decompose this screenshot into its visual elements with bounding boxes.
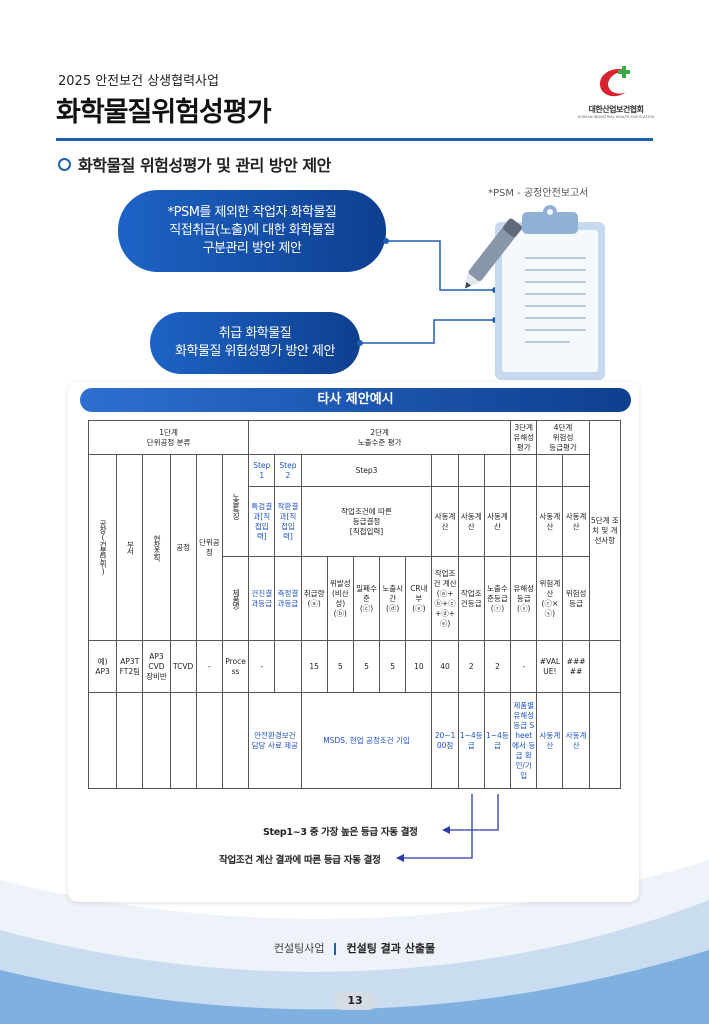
col-measure: 측정결과등급 — [274, 556, 302, 641]
organization-logo: 대한산업보건협회 KOREAN INDUSTRIAL HEALTH ASSOCI… — [575, 62, 657, 119]
header-stage4: 4단계 위험성 등급평가 — [536, 420, 590, 455]
example-banner: 타사 제안예시 — [80, 388, 631, 412]
footer-right: 컨설팅 결과 산출물 — [346, 942, 436, 955]
col-hazgrade: 유해성등급 (ⓢ) — [510, 556, 538, 641]
psm-note: *PSM - 공정안전보고서 — [488, 188, 589, 199]
step3-label: Step3 — [300, 454, 433, 487]
col-process: 공정 — [169, 454, 197, 641]
logo-name: 대한산업보건협회 — [588, 105, 644, 114]
col-site: 현장조직 — [142, 454, 171, 641]
pill1-line2: 직접취급(노출)에 대한 화학물질 — [169, 223, 335, 238]
col-cr: CR내부 (ⓔ) — [405, 556, 433, 641]
col-sealed: 밀폐수준 (ⓒ) — [352, 556, 381, 641]
auto-calc-5: 사동계산 — [562, 486, 590, 557]
header-stage3: 3단계 유해성 평가 — [510, 420, 538, 455]
auto-calc-3: 사동계산 — [483, 486, 512, 557]
header-stage1: 1단계 단위공정 분류 — [87, 420, 250, 455]
table-row: 예) AP3 AP3T FT2팀 AP3 CVD 장비반 TCVD - Proc… — [87, 640, 622, 693]
pill1-line1: *PSM를 제외한 작업자 화학물질 — [167, 205, 337, 220]
callout-arrows — [396, 794, 499, 862]
step1-label: Step 1 — [248, 454, 276, 487]
col-work: 작환결과[직접입력] — [274, 486, 302, 557]
page-number: 13 — [333, 992, 377, 1010]
callout-auto-grade: Step1~3 중 가장 높은 등급 자동 결정 — [263, 827, 418, 838]
footer-divider — [334, 943, 337, 955]
proposal-pill-1: *PSM를 제외한 작업자 화학물질 직접취급(노출)에 대한 화학물질 구분관… — [118, 190, 386, 272]
col-dept: 부서 — [116, 454, 144, 641]
col-factory: 공장(건물단위) — [87, 454, 118, 641]
step2-label: Step 2 — [274, 454, 302, 487]
col-volatile: 위발성(비산성) (ⓑ) — [326, 556, 354, 641]
col-exptime: 노출시간 (ⓓ) — [379, 556, 407, 641]
risk-assessment-table: 1단계 단위공정 분류 2단계 노출수준 평가 3단계 유해성 평가 4단계 위… — [87, 420, 622, 789]
table-notes-row: 안전환경보건 담당 사료 제공 MSDS, 현업 공정조건 기입 20~100점… — [87, 692, 622, 789]
col-calc: 작업조건 계산 (ⓐ+ⓑ+ⓒ+ⓓ+ⓔ) — [431, 556, 459, 641]
col-unit: 단위공정 — [195, 454, 223, 641]
col-product: 제품명 — [221, 556, 250, 641]
section-heading-text: 화학물질 위험성평가 및 관리 방안 제안 — [78, 156, 331, 175]
col-cond: 작업조건에 따른 등급결정 [직접입력] — [300, 486, 433, 557]
col-health: 건진결과등급 — [248, 556, 276, 641]
auto-calc-4: 사동계산 — [536, 486, 564, 557]
col-amount: 취급량 (ⓐ) — [300, 556, 328, 641]
header-stage5: 5단계 조치 및 개선사항 — [588, 420, 622, 641]
pill1-line3: 구분관리 방안 제안 — [202, 241, 302, 256]
callout-work-grade: 작업조건 계산 결과에 따른 등급 자동 결정 — [219, 855, 381, 866]
page-title: 화학물질위험성평가 — [56, 97, 272, 128]
auto-calc-1: 사동계산 — [431, 486, 459, 557]
circle-bullet-icon — [58, 157, 71, 171]
col-riskcalc: 위험계산 (ⓡ×ⓢ) — [536, 556, 564, 641]
header-divider — [56, 138, 653, 141]
pill2-line1: 취급 화학물질 — [218, 326, 292, 341]
auto-calc-2: 사동계산 — [457, 486, 485, 557]
clipboard-illustration-icon — [465, 205, 605, 380]
pill2-line2: 화학물질 위험성평가 방안 제안 — [175, 344, 335, 359]
section-heading: 화학물질 위험성평가 및 관리 방안 제안 — [58, 152, 331, 176]
footer: 컨설팅사업 컨설팅 결과 산출물 — [0, 940, 709, 956]
page-kicker: 2025 안전보건 상생협력사업 — [58, 74, 219, 89]
logo-subtitle: KOREAN INDUSTRIAL HEALTH ASSOCIATION — [577, 115, 655, 119]
col-special: 특검결과[직접입력] — [248, 486, 276, 557]
col-riskgrade: 위험성등급 — [562, 556, 590, 641]
header-stage2: 2단계 노출수준 평가 — [248, 420, 512, 455]
col-expgrade: 노출수준등급 (ⓡ) — [483, 556, 512, 641]
footer-left: 컨설팅사업 — [273, 942, 325, 955]
col-exposure: 노출특징 — [221, 454, 250, 557]
col-workgrade: 작업조건등급 — [457, 556, 485, 641]
proposal-pill-2: 취급 화학물질 화학물질 위험성평가 방안 제안 — [150, 312, 360, 374]
logo-mark-icon — [600, 66, 630, 97]
